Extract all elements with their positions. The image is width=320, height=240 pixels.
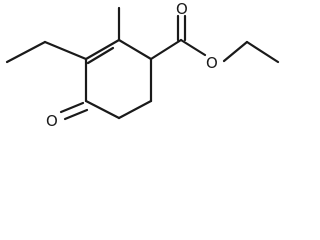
bond-ethyl-ch3 bbox=[5, 40, 47, 64]
atom-label-carbonyl-oxygen: O bbox=[176, 0, 188, 18]
bond-c1-c2 bbox=[117, 38, 153, 61]
bond-c1-c6 bbox=[84, 38, 121, 61]
skeletal-formula: O O O bbox=[5, 0, 280, 130]
bond-ketone-double-2 bbox=[63, 108, 89, 121]
bond-ketone-double-1 bbox=[59, 101, 85, 114]
atom-label-ester-oxygen: O bbox=[206, 54, 218, 72]
bond-c4-c5 bbox=[84, 99, 121, 120]
bond-ethoxy-ch3 bbox=[245, 40, 280, 64]
molecule-diagram: O O O bbox=[5, 0, 280, 130]
bond-ring-to-ester-carbon bbox=[149, 38, 183, 61]
bond-oxygen-to-ch2 bbox=[222, 40, 249, 63]
bond-c6-c6-double-inner bbox=[86, 46, 115, 65]
bond-ethyl-ch2 bbox=[43, 40, 88, 61]
bond-ester-carbon-to-oxygen bbox=[179, 38, 207, 57]
bond-c3-c4 bbox=[117, 99, 153, 120]
atom-label-ketone-oxygen: O bbox=[46, 112, 58, 130]
